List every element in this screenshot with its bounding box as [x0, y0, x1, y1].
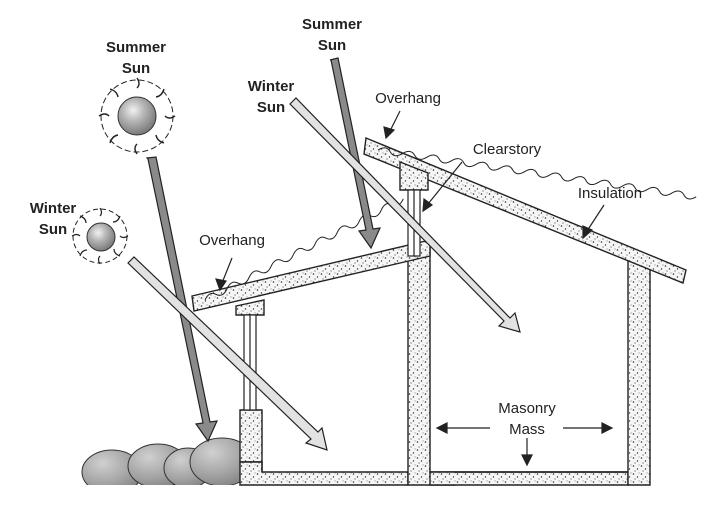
building-structure	[191, 137, 687, 486]
clearstory-label: Clearstory	[472, 141, 542, 158]
insulation-label: Insulation	[577, 185, 643, 202]
sun-ray-arrows	[127, 57, 521, 451]
leader-lines	[215, 110, 614, 467]
summer-sun-icon	[98, 77, 176, 155]
center-wall	[407, 245, 456, 486]
window-frames	[243, 189, 421, 411]
winter-sun-icon	[71, 207, 129, 265]
winter-sun-ray-left	[127, 256, 328, 451]
lower-post-cap	[235, 299, 265, 316]
winter-sun-mid-label: Winter Sun	[247, 78, 295, 116]
winter-sun-ray-mid	[289, 97, 521, 333]
clearstory-post-cap	[399, 160, 429, 191]
overhang-low-label: Overhang	[199, 232, 265, 249]
left-wall	[239, 409, 263, 463]
summer-sun-ray-top	[329, 57, 381, 250]
lower-roof	[191, 239, 431, 312]
summer-sun-top-label: Summer Sun	[301, 16, 363, 54]
winter-sun-left-label: Winter Sun	[29, 200, 77, 238]
summer-sun-ray-left	[145, 156, 218, 443]
floor-slab-right	[429, 471, 629, 486]
overhang-high-label: Overhang	[375, 90, 441, 107]
floor-slab-left	[239, 461, 409, 486]
boulders	[80, 437, 260, 503]
upper-roof	[363, 137, 687, 284]
right-wall	[627, 255, 651, 486]
masonry-mass-label: Masonry Mass	[498, 400, 556, 438]
summer-sun-left-label: Summer Sun	[105, 39, 167, 77]
